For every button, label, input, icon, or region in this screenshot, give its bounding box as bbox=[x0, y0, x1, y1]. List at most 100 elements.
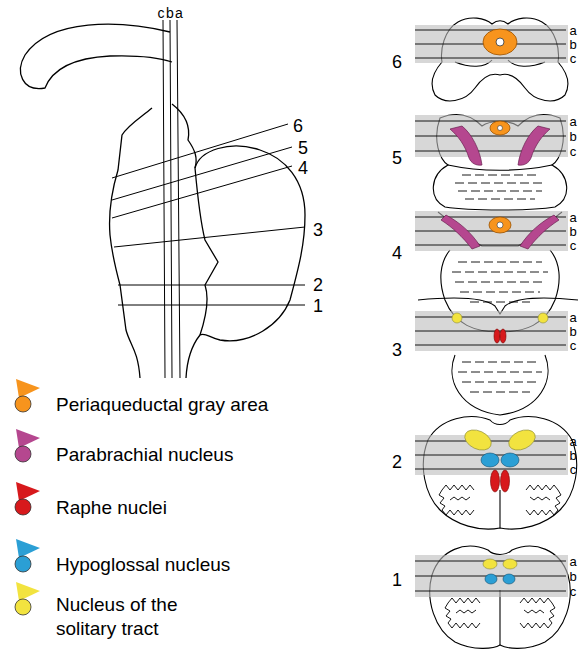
solitary-nucleus bbox=[452, 313, 462, 323]
legend-swatch bbox=[10, 580, 46, 618]
cerebellum-outline bbox=[195, 146, 305, 341]
section-letter: a bbox=[569, 311, 576, 324]
legend-arrowhead bbox=[16, 429, 40, 448]
legend-circle bbox=[15, 446, 31, 462]
section-bands bbox=[415, 25, 568, 597]
hypoglossal-nucleus bbox=[481, 453, 499, 467]
legend-text: Nucleus of the solitary tract bbox=[56, 593, 221, 641]
legend-arrowhead bbox=[16, 482, 40, 501]
section-letter: c bbox=[570, 145, 577, 158]
gray-band bbox=[415, 311, 568, 351]
plane-letter: c bbox=[158, 6, 165, 20]
aqueduct bbox=[497, 222, 503, 228]
legend-swatch bbox=[10, 427, 46, 465]
pontine-fibers bbox=[452, 175, 548, 392]
olive-squiggle bbox=[526, 485, 561, 515]
legend-swatch bbox=[10, 377, 46, 415]
section-letter: b bbox=[569, 38, 576, 51]
dashed-fibers bbox=[452, 262, 548, 302]
aqueduct bbox=[498, 126, 503, 131]
pons-inner-line bbox=[448, 165, 552, 170]
legend-circle bbox=[15, 396, 31, 412]
section-letter: a bbox=[569, 211, 576, 224]
hypoglossal-nucleus bbox=[503, 574, 515, 584]
section-letter: c bbox=[570, 339, 577, 352]
section-letter: a bbox=[569, 555, 576, 568]
corpus-callosum-outline bbox=[21, 24, 172, 88]
section-letter: a bbox=[569, 435, 576, 448]
legend-text: Periaqueductal gray area bbox=[56, 393, 296, 417]
solitary-nucleus bbox=[483, 559, 497, 569]
section-letter: b bbox=[569, 325, 576, 338]
plane-number: 2 bbox=[313, 276, 323, 294]
plane-number: 5 bbox=[298, 139, 308, 157]
section-letter: a bbox=[569, 115, 576, 128]
legend-text: Hypoglossal nucleus bbox=[56, 553, 296, 577]
solitary-nucleus bbox=[506, 426, 539, 454]
gray-band bbox=[415, 115, 568, 157]
legend-circle bbox=[15, 499, 31, 515]
section-letter: a bbox=[569, 24, 576, 37]
raphe-nucleus bbox=[494, 329, 500, 343]
plane-line bbox=[118, 285, 305, 286]
section-letter: c bbox=[570, 585, 577, 598]
plane-line bbox=[114, 227, 305, 247]
legend-circle bbox=[15, 599, 31, 615]
nuclei bbox=[441, 29, 559, 584]
midline bbox=[499, 490, 500, 528]
plane-line bbox=[112, 166, 292, 218]
level-line bbox=[415, 30, 566, 58]
plane-line bbox=[112, 124, 288, 178]
plane-letter: b bbox=[166, 6, 174, 20]
gray-band bbox=[415, 555, 568, 597]
section-letter: c bbox=[570, 463, 577, 476]
gray-band bbox=[415, 25, 568, 63]
legend-swatch bbox=[10, 537, 46, 575]
section-letter: c bbox=[570, 239, 577, 252]
section-number: 3 bbox=[392, 341, 402, 359]
plane-number: 6 bbox=[293, 117, 303, 135]
sagittal-brain bbox=[21, 24, 305, 378]
olive-squiggle bbox=[520, 598, 555, 628]
section-letter: b bbox=[569, 570, 576, 583]
legend-swatch bbox=[10, 480, 46, 518]
periaqueductal-gray bbox=[490, 121, 510, 135]
legend-text: Parabrachial nucleus bbox=[56, 443, 296, 467]
olive-squiggle bbox=[445, 598, 480, 628]
section-number: 1 bbox=[392, 571, 402, 589]
section-letter: b bbox=[569, 130, 576, 143]
plane-line bbox=[118, 305, 305, 306]
plane-number: 4 bbox=[298, 159, 308, 177]
olive-squiggle bbox=[439, 485, 474, 515]
plane-line bbox=[163, 20, 165, 378]
periaqueductal-gray bbox=[483, 29, 517, 55]
solitary-nucleus bbox=[462, 426, 495, 454]
solitary-nucleus bbox=[503, 559, 517, 569]
section-number: 2 bbox=[392, 453, 402, 471]
section-letter: b bbox=[569, 449, 576, 462]
plane-number: 1 bbox=[313, 297, 323, 315]
brainstem-anterior-outline bbox=[109, 108, 152, 378]
section-number: 5 bbox=[392, 149, 402, 167]
legend-arrowhead bbox=[16, 582, 40, 601]
dashed-fibers bbox=[455, 175, 545, 199]
legend-circle bbox=[15, 556, 31, 572]
plane-letter: a bbox=[175, 6, 183, 20]
aqueduct bbox=[496, 38, 504, 46]
brainstem-posterior-outline bbox=[186, 335, 200, 378]
legend-text: Raphe nuclei bbox=[56, 496, 296, 520]
parabrachial-nucleus bbox=[441, 215, 480, 249]
raphe-nucleus bbox=[501, 470, 510, 492]
section-number: 4 bbox=[392, 244, 402, 262]
parabrachial-nucleus bbox=[520, 215, 559, 249]
parabrachial-nucleus bbox=[518, 126, 550, 165]
section-letter: c bbox=[570, 52, 577, 65]
periaqueductal-gray bbox=[489, 217, 511, 233]
legend-arrowhead bbox=[16, 379, 40, 398]
plane-number: 3 bbox=[313, 221, 323, 239]
level-lines bbox=[415, 30, 566, 591]
hypoglossal-nucleus bbox=[485, 574, 497, 584]
raphe-nucleus bbox=[491, 470, 500, 492]
dashed-fibers bbox=[458, 362, 542, 392]
